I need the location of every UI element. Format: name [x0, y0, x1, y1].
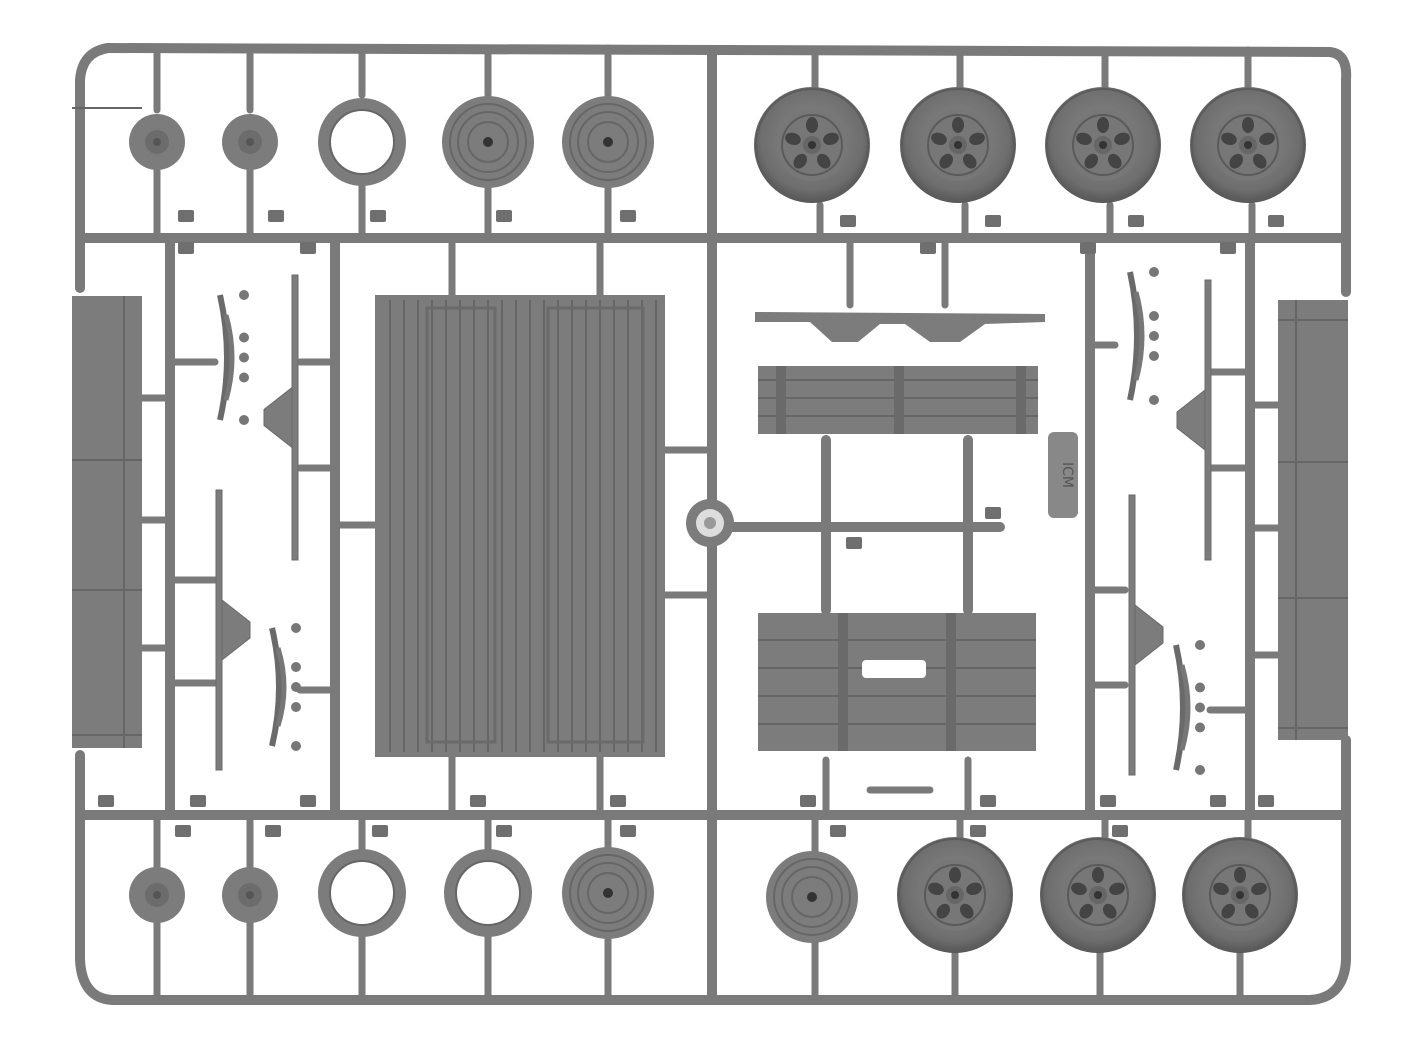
injection-point: [686, 499, 734, 547]
tyred-wheel: [1045, 87, 1161, 203]
wheel-disc: [766, 851, 858, 943]
cargo-bed-floor: [375, 295, 665, 757]
part-tab: [840, 215, 856, 227]
part-tab: [300, 795, 316, 807]
tire-ring: [318, 849, 406, 937]
part-tab: [190, 795, 206, 807]
part-tab: [98, 795, 114, 807]
leaf-spring: [1173, 640, 1205, 775]
part-tab: [496, 825, 512, 837]
left-side-board: [72, 107, 142, 748]
wheels-group: [129, 87, 1306, 953]
svg-text:ICM: ICM: [1059, 462, 1075, 488]
icm-logo-tab: ICM: [1048, 432, 1078, 518]
wheel-disc: [562, 96, 654, 188]
hub-disc: [129, 114, 185, 170]
wheel-disc: [442, 96, 534, 188]
tyred-wheel: [754, 87, 870, 203]
tailgate-handle-slot: [862, 660, 926, 678]
leaf-spring: [217, 290, 249, 425]
wheel-disc: [562, 847, 654, 939]
sprue-frame: [75, 43, 1352, 1005]
part-tab: [846, 537, 862, 549]
part-tab: [470, 795, 486, 807]
part-tab: [1080, 242, 1096, 254]
part-tab: [830, 825, 846, 837]
tyred-wheel: [897, 837, 1013, 953]
tyred-wheel: [1040, 837, 1156, 953]
tire-ring: [318, 98, 406, 186]
suspension-bracket: [263, 274, 299, 561]
part-tab: [1100, 795, 1116, 807]
part-tab: [178, 210, 194, 222]
part-tab: [372, 825, 388, 837]
part-tab: [496, 210, 512, 222]
part-tab: [175, 825, 191, 837]
part-tab: [620, 825, 636, 837]
tire-ring: [444, 849, 532, 937]
hub-disc: [222, 867, 278, 923]
part-tab: [178, 242, 194, 254]
right-side-board: [1278, 300, 1348, 740]
part-tab: [985, 215, 1001, 227]
part-tab: [1112, 825, 1128, 837]
suspension-bracket: [215, 489, 251, 771]
leaf-spring: [1127, 267, 1159, 405]
front-board: [758, 366, 1038, 434]
hub-disc: [222, 114, 278, 170]
suspension-bracket: [1128, 494, 1164, 776]
part-tab: [265, 825, 281, 837]
part-tab: [370, 210, 386, 222]
part-tab: [1128, 215, 1144, 227]
part-tab: [300, 242, 316, 254]
suspension-bracket: [1176, 279, 1212, 561]
tyred-wheel: [900, 87, 1016, 203]
part-tab: [980, 795, 996, 807]
tyred-wheel: [1182, 837, 1298, 953]
part-tab: [985, 507, 1001, 519]
leaf-spring: [269, 623, 301, 751]
fender-bracket: [755, 312, 1045, 342]
part-number-tabs: [98, 210, 1284, 837]
tailgate-with-handle: [758, 613, 1036, 751]
hub-disc: [129, 867, 185, 923]
part-tab: [970, 825, 986, 837]
part-tab: [610, 795, 626, 807]
part-tab: [1268, 215, 1284, 227]
part-tab: [620, 210, 636, 222]
part-tab: [920, 242, 936, 254]
part-tab: [268, 210, 284, 222]
part-tab: [800, 795, 816, 807]
part-tab: [1220, 242, 1236, 254]
part-tab: [1258, 795, 1274, 807]
leaf-springs: [215, 267, 1212, 776]
tyred-wheel: [1190, 87, 1306, 203]
part-tab: [1210, 795, 1226, 807]
